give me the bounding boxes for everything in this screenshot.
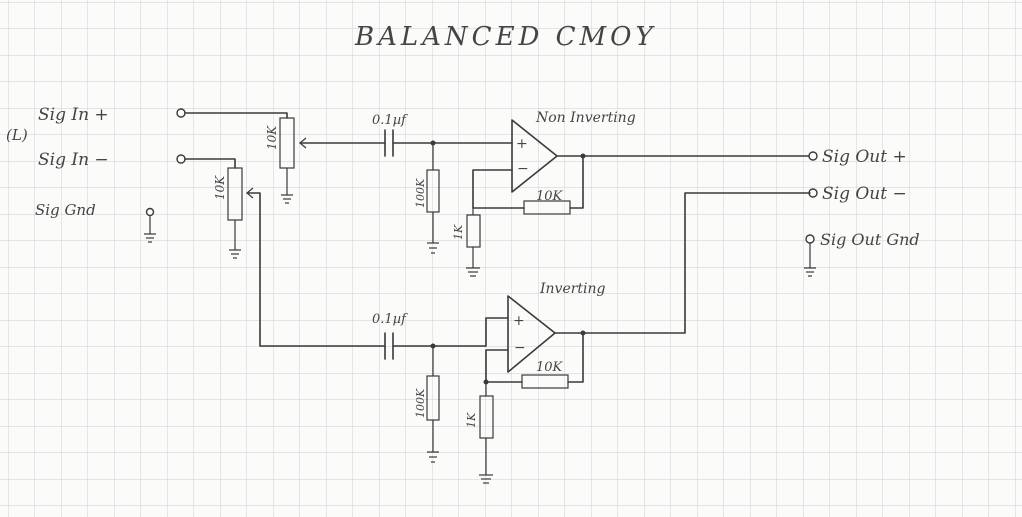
inverting-label: Inverting — [539, 281, 606, 297]
bottom-1k-resistor — [479, 382, 494, 484]
bottom-cap-to-plus-wire — [392, 317, 509, 347]
bottom-opamp-minus: − — [514, 340, 526, 356]
bottom-wiper-wire — [246, 192, 386, 347]
top-10k-value: 10K — [536, 189, 564, 204]
top-100k-value: 100K — [414, 178, 427, 208]
bottom-100k-resistor — [426, 346, 440, 463]
bottom-100k-value: 100K — [414, 388, 427, 418]
top-minus-feedback-wire — [472, 169, 525, 209]
top-opamp-minus: − — [517, 161, 529, 177]
top-opamp-plus: + — [516, 136, 528, 152]
top-feedback-return-wire — [569, 155, 584, 209]
sig-out-plus-label: Sig Out + — [822, 147, 907, 167]
sig-out-gnd-terminal — [805, 234, 815, 244]
sig-gnd-ground-symbol — [144, 216, 156, 243]
top-opamp-non-inverting — [511, 119, 558, 193]
bottom-1k-value: 1K — [465, 412, 478, 428]
top-pot-value: 10K — [265, 125, 279, 150]
top-100k-resistor — [426, 143, 440, 254]
bottom-feedback-return-wire — [567, 332, 584, 383]
bottom-10k-value: 10K — [536, 360, 564, 375]
top-output-dot — [580, 153, 586, 159]
sig-gnd-terminal — [145, 207, 155, 217]
bottom-minus-feedback-wire — [485, 349, 523, 383]
sig-out-plus-terminal — [808, 151, 818, 161]
sig-out-gnd-ground-symbol — [804, 243, 816, 277]
bottom-cap-value: 0.1µf — [372, 312, 408, 327]
sig-in-minus-label: Sig In − — [38, 150, 109, 170]
sig-in-plus-label: Sig In + — [38, 105, 109, 125]
sig-out-minus-label: Sig Out − — [822, 184, 907, 204]
bottom-opamp-inverting — [507, 295, 556, 373]
bottom-potentiometer — [184, 158, 254, 259]
bottom-pot-value: 10K — [213, 175, 227, 200]
top-1k-resistor — [466, 208, 481, 277]
sig-out-gnd-label: Sig Out Gnd — [820, 230, 920, 249]
top-1k-value: 1K — [452, 224, 465, 240]
sig-in-minus-terminal — [176, 154, 186, 164]
diagram-title: BALANCED CMOY — [354, 22, 657, 52]
bottom-output-wire — [554, 192, 811, 334]
channel-label: (L) — [6, 126, 28, 144]
sig-in-plus-terminal — [176, 108, 186, 118]
non-inverting-label: Non Inverting — [535, 110, 636, 126]
bottom-opamp-plus: + — [513, 313, 525, 329]
top-potentiometer — [184, 112, 307, 204]
top-cap-value: 0.1µf — [372, 113, 408, 128]
bottom-output-dot — [580, 330, 586, 336]
sig-gnd-label: Sig Gnd — [35, 201, 96, 219]
